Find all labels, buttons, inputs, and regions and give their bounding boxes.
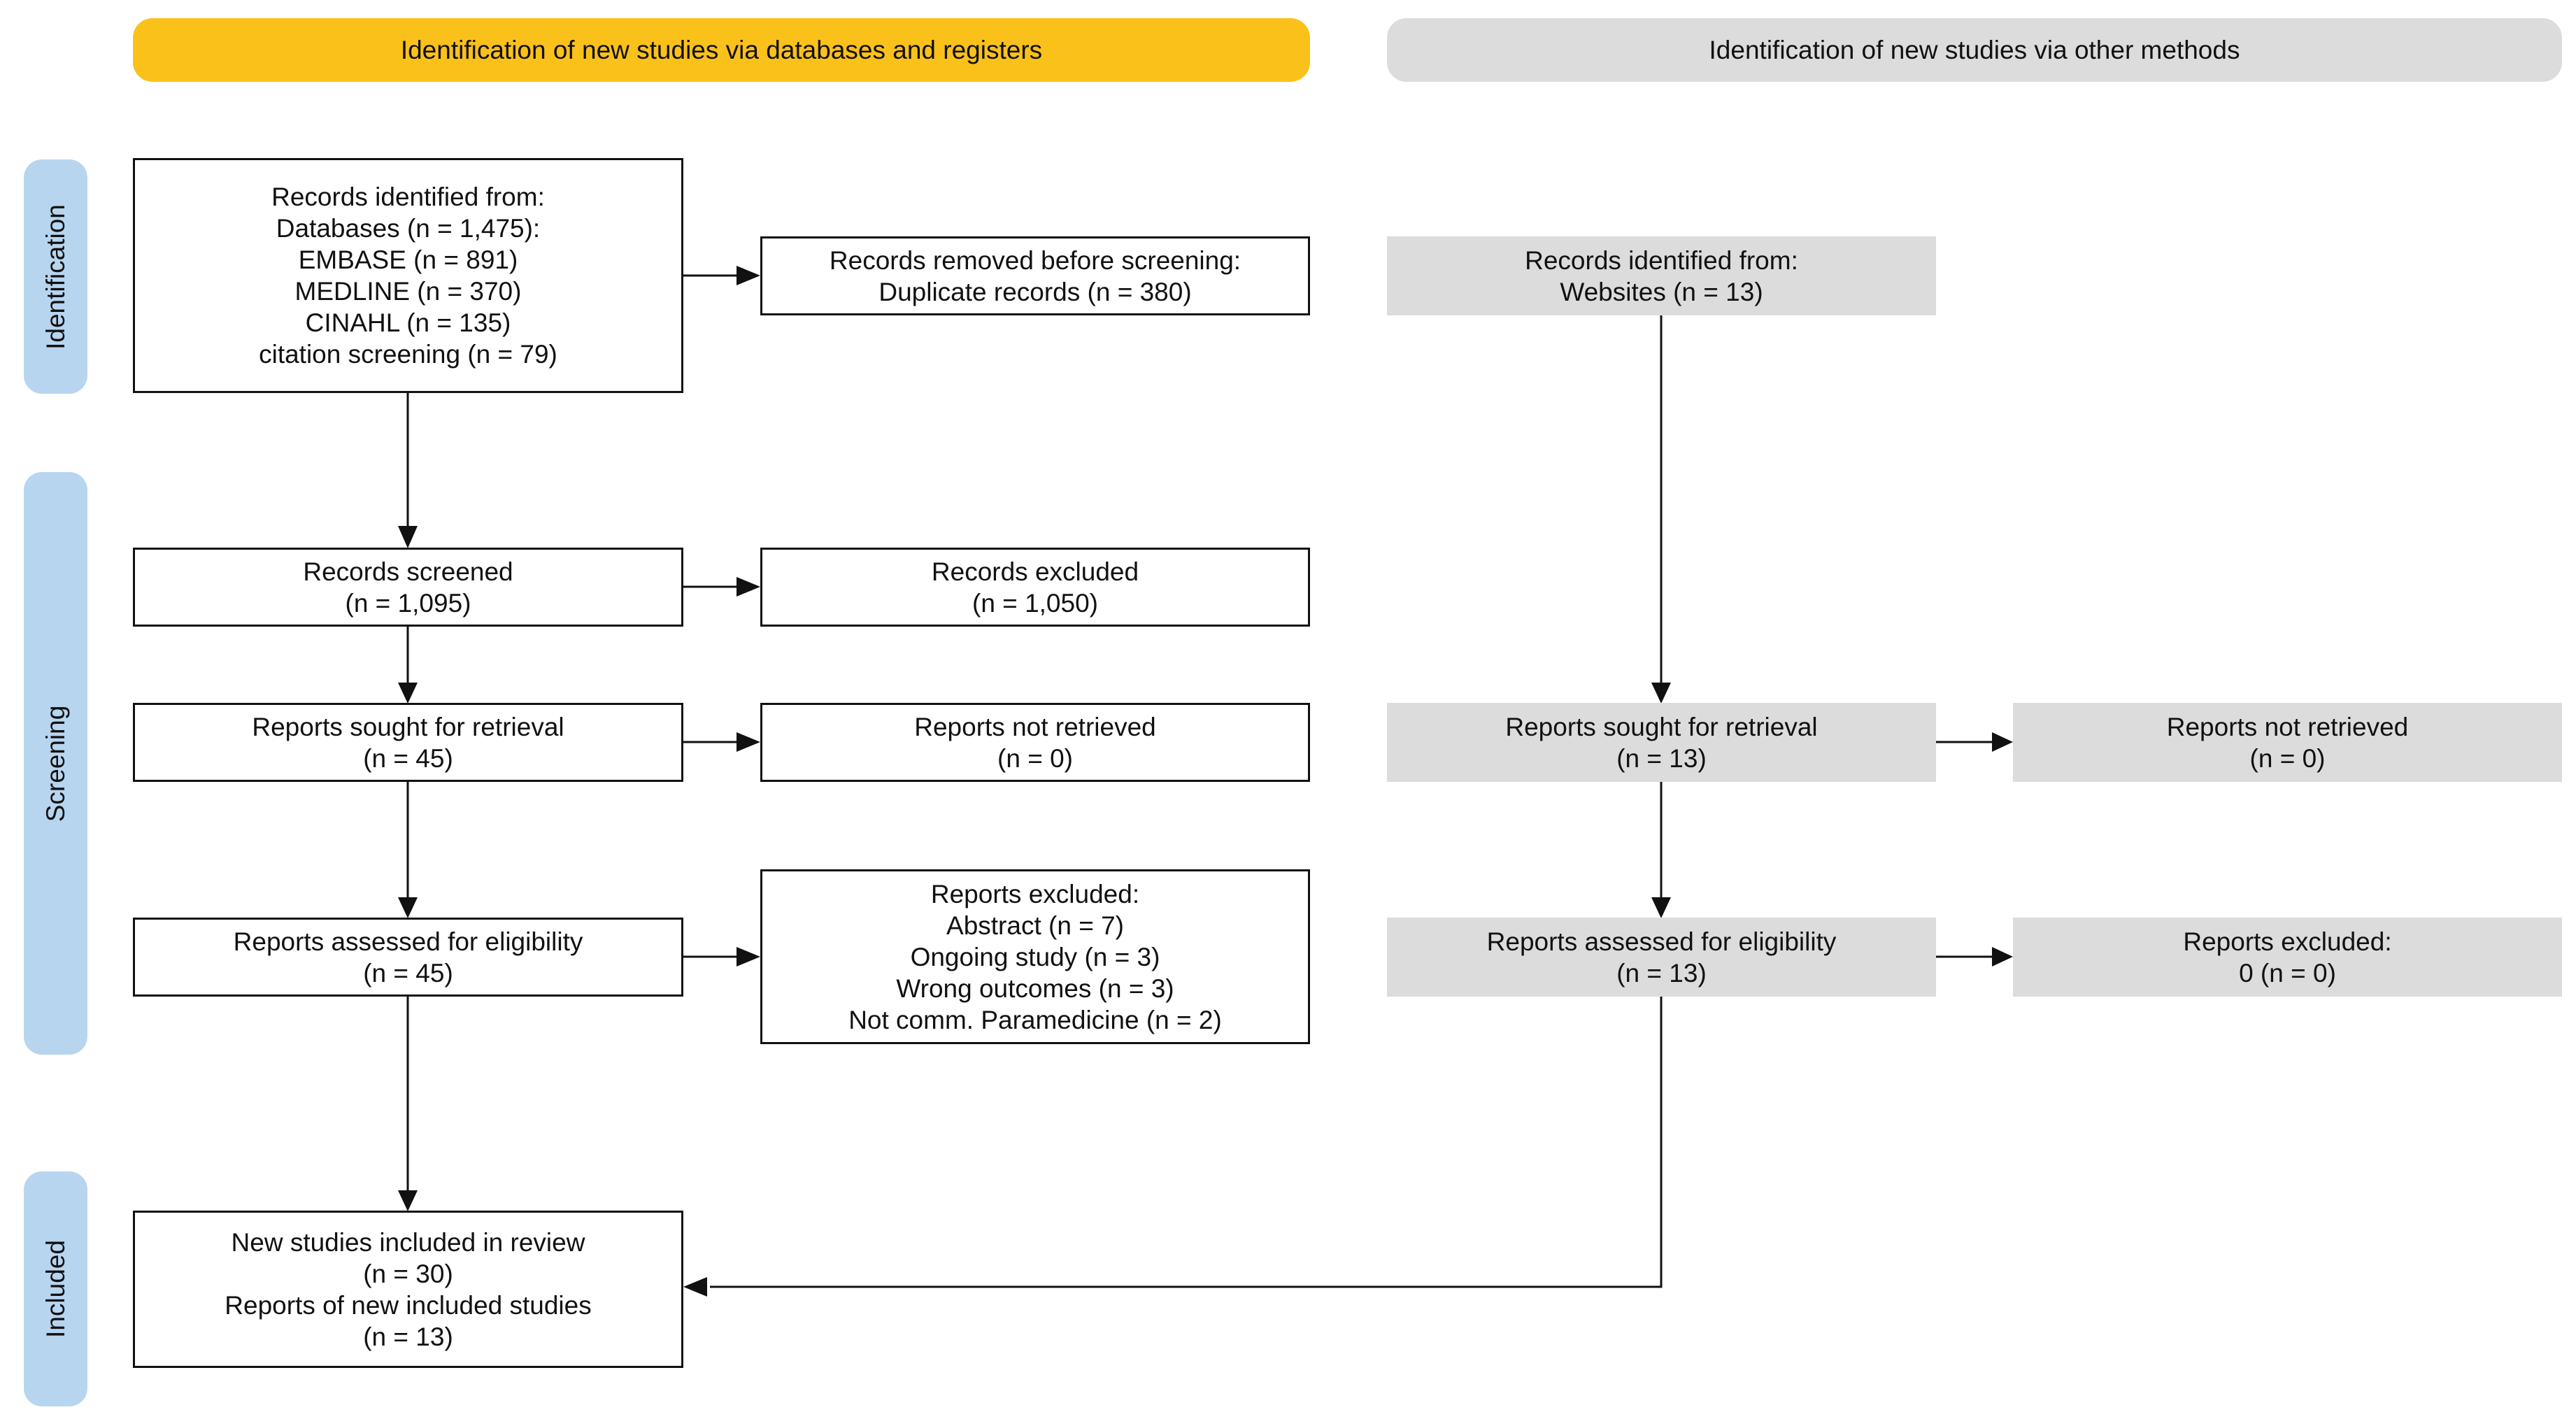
arrow-other-assessed-to-included	[710, 997, 1663, 1288]
box-other-identified: Records identified from:Websites (n = 13…	[1387, 236, 1936, 315]
box-text-line: Ongoing study (n = 3)	[910, 942, 1160, 971]
box-db-assessed: Reports assessed for eligibility(n = 45)	[133, 918, 683, 997]
arrowhead-3	[736, 577, 760, 597]
box-text-line: (n = 45)	[363, 743, 453, 773]
arrowhead-10	[1992, 732, 2013, 752]
arrowhead-11	[1651, 897, 1671, 918]
arrowhead-5	[736, 732, 760, 752]
box-db-sought: Reports sought for retrieval(n = 45)	[133, 703, 683, 782]
box-text-line: Records removed before screening:	[829, 245, 1241, 275]
box-text-line: 0 (n = 0)	[2239, 958, 2336, 987]
box-other-sought: Reports sought for retrieval(n = 13)	[1387, 703, 1936, 782]
box-text-line: (n = 1,095)	[345, 588, 471, 618]
box-text-line: Records identified from:	[271, 183, 545, 211]
phase-identification: Identification	[24, 159, 87, 394]
box-text-line: Reports excluded:	[930, 879, 1140, 908]
arrowhead-8	[398, 1190, 418, 1211]
box-text-line: Duplicate records (n = 380)	[878, 277, 1192, 306]
box-text-line: Reports sought for retrieval	[1505, 712, 1818, 741]
box-records-excluded: Records excluded(n = 1,050)	[760, 548, 1310, 627]
box-text-line: (n = 13)	[1616, 743, 1707, 773]
box-text-line: Reports not retrieved	[2166, 712, 2409, 741]
box-db-excluded: Reports excluded: Abstract (n = 7)Ongoing…	[760, 869, 1310, 1044]
box-text-line: Records identified from:	[1525, 245, 1798, 275]
box-text-line: (n = 13)	[363, 1322, 453, 1351]
box-text-line: (n = 45)	[363, 958, 453, 987]
phase-screening: Screening	[24, 472, 87, 1055]
phase-included: Included	[24, 1171, 87, 1406]
box-db-identified: Records identified from: Databases (n = 1…	[133, 158, 683, 393]
box-text-line: Reports of new included studies	[225, 1290, 592, 1320]
box-text-line: Records screened	[303, 557, 513, 586]
box-other-not-retrieved: Reports not retrieved(n = 0)	[2013, 703, 2562, 782]
box-records-screened: Records screened(n = 1,095)	[133, 548, 683, 627]
box-text-line: (n = 0)	[2249, 743, 2326, 773]
header-databases-label: Identification of new studies via databa…	[400, 35, 1043, 64]
box-text-line: Abstract (n = 7)	[946, 911, 1124, 940]
box-text-line: CINAHL (n = 135)	[305, 308, 511, 337]
box-db-not-retrieved: Reports not retrieved(n = 0)	[760, 703, 1310, 782]
arrowhead-1	[398, 526, 418, 548]
box-text-line: Reports excluded:	[2183, 927, 2392, 956]
box-text-line: Websites (n = 13)	[1560, 277, 1763, 306]
arrowhead-4	[398, 683, 418, 704]
header-other-methods: Identification of new studies via other …	[1387, 18, 2562, 82]
arrowhead-7	[736, 947, 760, 967]
box-text-line: Reports assessed for eligibility	[1486, 927, 1837, 956]
box-text-line: (n = 30)	[363, 1259, 453, 1288]
arrowhead-13	[683, 1277, 707, 1297]
box-text-line: Records excluded	[931, 557, 1139, 586]
box-text-line: Not comm. Paramedicine (n = 2)	[848, 1005, 1222, 1034]
box-text-line: citation screening (n = 79)	[259, 340, 557, 369]
box-text-line: (n = 13)	[1616, 958, 1707, 987]
box-text-line: Reports sought for retrieval	[252, 712, 564, 741]
header-databases: Identification of new studies via databa…	[133, 18, 1310, 82]
box-included: New studies included in review(n = 30)Re…	[133, 1211, 683, 1368]
box-other-assessed: Reports assessed for eligibility(n = 13)	[1387, 918, 1936, 997]
arrowhead-12	[1992, 947, 2013, 967]
header-other-methods-label: Identification of new studies via other …	[1709, 35, 2240, 64]
box-text-line: (n = 1,050)	[972, 588, 1098, 618]
box-text-line: Databases (n = 1,475):	[276, 214, 541, 243]
box-text-line: (n = 0)	[997, 743, 1073, 773]
box-removed-before-screening: Records removed before screening:Duplica…	[760, 236, 1310, 315]
arrowhead-9	[1651, 683, 1671, 704]
box-text-line: Reports not retrieved	[914, 712, 1156, 741]
box-text-line: EMBASE (n = 891)	[298, 245, 518, 274]
arrowhead-2	[736, 266, 760, 285]
box-text-line: MEDLINE (n = 370)	[294, 277, 522, 306]
box-text-line: Wrong outcomes (n = 3)	[896, 974, 1174, 1003]
box-other-excluded: Reports excluded:0 (n = 0)	[2013, 918, 2562, 997]
arrowhead-6	[398, 897, 418, 918]
box-text-line: Reports assessed for eligibility	[233, 927, 583, 956]
box-text-line: New studies included in review	[231, 1227, 585, 1257]
